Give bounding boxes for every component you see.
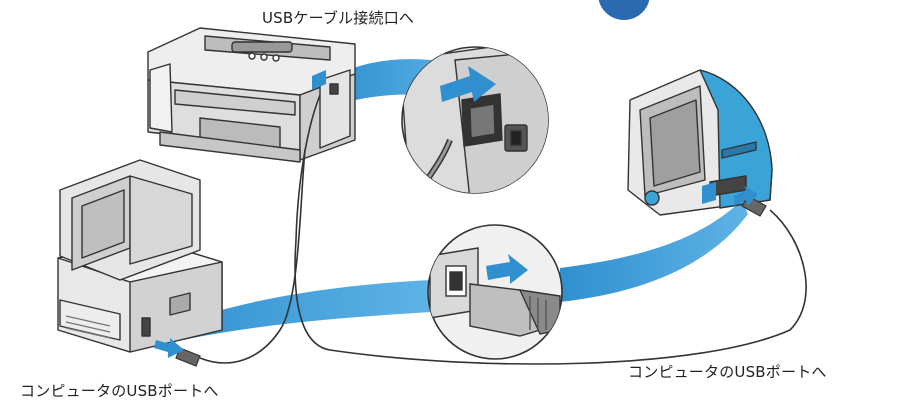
pc-computer-illustration (57, 159, 223, 353)
usb-plug-zoom (427, 224, 563, 360)
pc-usb-port-label: コンピュータのUSBポートへ (20, 382, 219, 400)
imac-computer-illustration (627, 69, 773, 216)
printer-illustration (147, 27, 356, 163)
pc-usb-cable (154, 149, 306, 367)
imac-usb-port-label: コンピュータのUSBポートへ (628, 363, 827, 381)
printer-port-label: USBケーブル接続口へ (262, 9, 415, 27)
imac-usb-cable (294, 94, 807, 365)
printer-port-zoom (401, 46, 549, 194)
insert-arrow-icon (440, 66, 496, 102)
usb-insert-arrow-icon (486, 254, 528, 284)
top-badge-circle (598, 0, 650, 20)
imac-zoom-ribbon (560, 200, 748, 302)
